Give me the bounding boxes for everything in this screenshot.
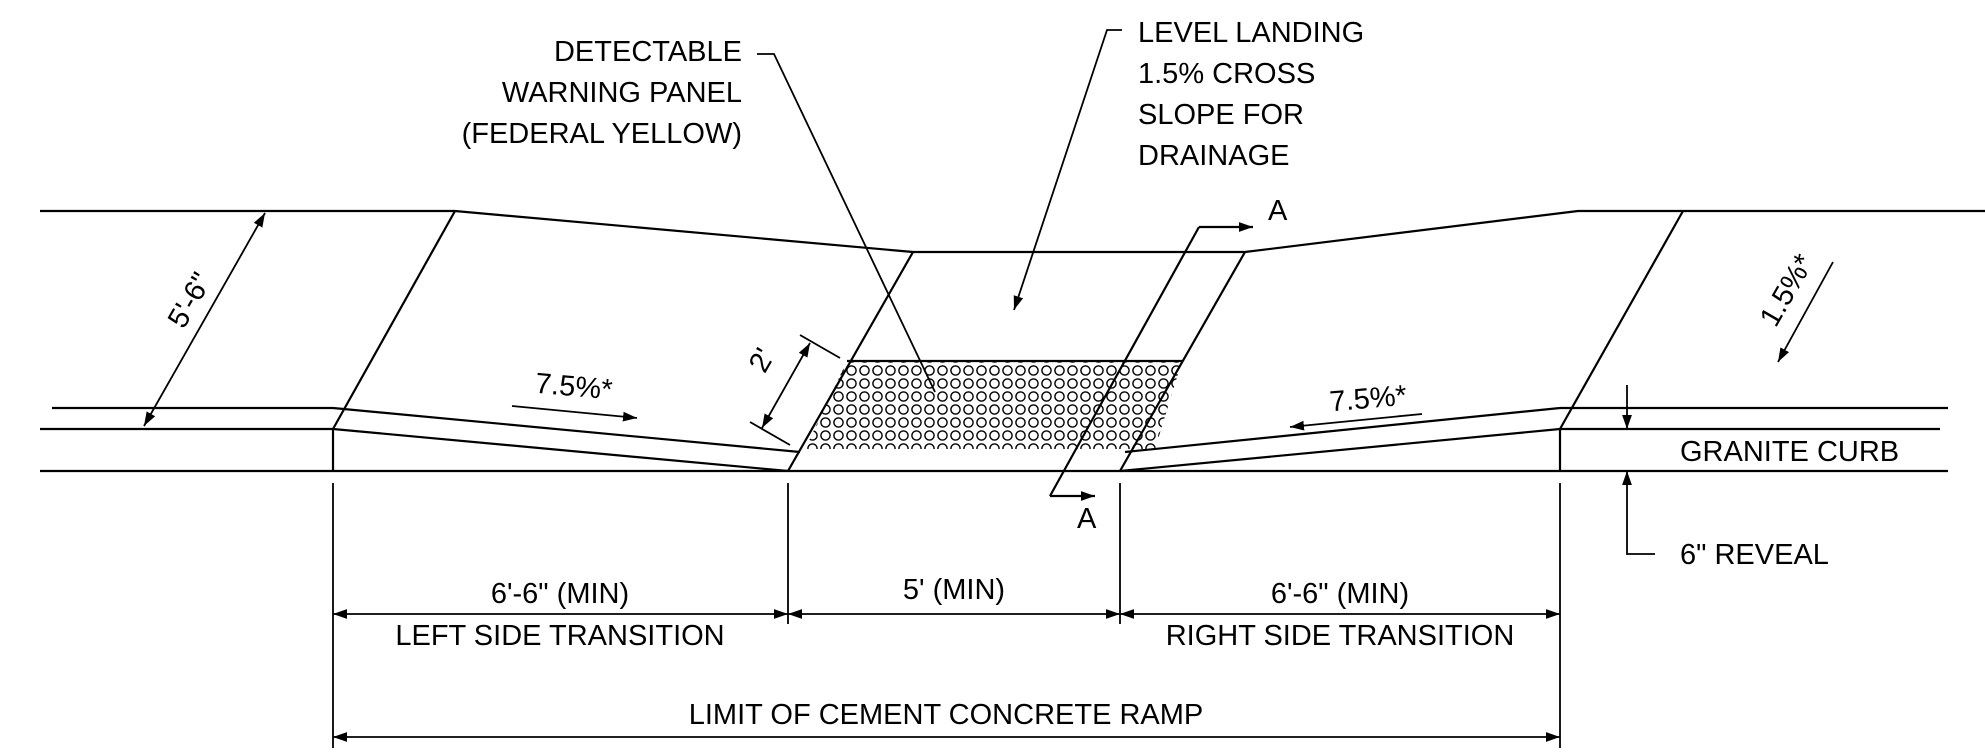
left-transition-dim-label: 6'-6" (MIN) — [491, 578, 629, 610]
detectable-warning-line3: (FEDERAL YELLOW) — [462, 118, 742, 150]
right-transition-dim-label: 6'-6" (MIN) — [1271, 578, 1409, 610]
panel-depth-dimension-line — [761, 342, 811, 429]
level-landing-leader — [1013, 29, 1122, 311]
section-cut-a-a: A A — [1049, 195, 1288, 535]
level-landing-line4: DRAINAGE — [1138, 140, 1289, 172]
left-transition-label: LEFT SIDE TRANSITION — [395, 620, 724, 652]
right-slope-arrow — [1289, 413, 1423, 431]
left-slope-arrow — [511, 405, 638, 422]
detectable-warning-line2: WARNING PANEL — [502, 77, 742, 109]
right-transition-label: RIGHT SIDE TRANSITION — [1166, 620, 1515, 652]
left-slope-label: 7.5%* — [534, 368, 614, 407]
detectable-warning-leader — [757, 53, 936, 393]
back-of-walk-line — [40, 209, 1985, 254]
section-mark-top: A — [1268, 195, 1288, 227]
reveal-label: 6" REVEAL — [1680, 539, 1829, 571]
reveal-arrow-bottom — [1622, 471, 1655, 555]
panel-depth-ext-bottom — [749, 421, 791, 446]
cross-slope-arrow — [1777, 261, 1834, 363]
panel-depth-label: 2' — [743, 343, 782, 378]
left-flare-diagonal — [332, 210, 456, 430]
level-landing-line2: 1.5% CROSS — [1138, 58, 1315, 90]
right-flare-top — [1124, 406, 1561, 454]
level-landing-line1: LEVEL LANDING — [1138, 17, 1364, 49]
left-flare-top — [332, 406, 801, 454]
right-flare-bottom — [1119, 427, 1561, 473]
right-flare-diagonal — [1559, 210, 1684, 430]
left-flare-bottom — [332, 427, 789, 473]
section-mark-bottom: A — [1077, 503, 1097, 535]
landing-dim-label: 5' (MIN) — [903, 574, 1005, 606]
granite-curb-label: GRANITE CURB — [1680, 436, 1899, 468]
limit-label: LIMIT OF CEMENT CONCRETE RAMP — [689, 699, 1204, 731]
width-dimension-label: 5'-6" — [162, 267, 219, 333]
level-landing-line3: SLOPE FOR — [1138, 99, 1304, 131]
cross-slope-label: 1.5%* — [1754, 249, 1820, 332]
width-dimension-line — [143, 212, 266, 427]
detectable-warning-line1: DETECTABLE — [554, 36, 742, 68]
right-slope-label: 7.5%* — [1328, 380, 1408, 419]
detectable-warning-panel — [805, 359, 1182, 449]
panel-depth-ext-top — [799, 334, 841, 359]
